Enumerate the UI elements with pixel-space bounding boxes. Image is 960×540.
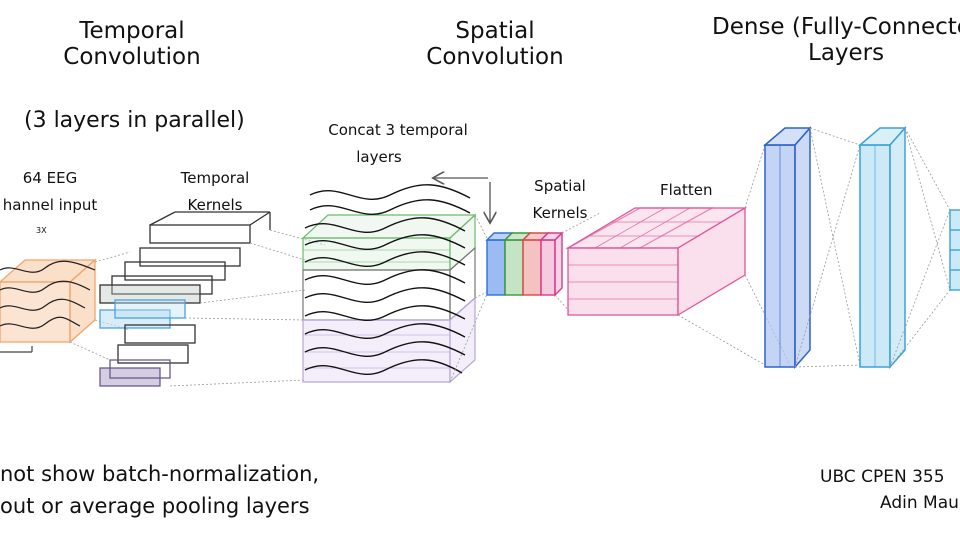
dense-layer-1 [762,126,812,369]
eeg-to-kernels-lines [69,251,131,361]
spatial-kernels-line1: Spatial [534,177,586,195]
temporal-kernels-stack [99,211,271,387]
spatial-title-line2: Convolution [426,44,564,71]
concat-label-line2: layers [356,148,402,167]
eeg-label-line1: 64 EEG [22,169,78,187]
flatten-label: Flatten [660,181,713,199]
footnote: not show batch-normalization, out or ave… [0,462,319,518]
concat-label-line1: Concat 3 temporal [328,121,468,139]
spatial-kernels-block [485,231,564,297]
temporal-kernels-label: Temporal Kernels [165,169,265,215]
kernels-to-concat-lines [169,229,326,387]
output-layer [949,209,960,291]
dense-title-line1: Dense (Fully-Connected [712,14,960,40]
temporal-kernels-line2: Kernels [187,196,243,215]
concat-to-spatial-lines [449,214,488,383]
footnote-line1: not show batch-normalization, [0,462,320,486]
dense-title: Dense (Fully-Connected Layers [712,14,960,67]
temporal-convolution-title: Temporal Convolution [62,18,202,71]
dense2-to-output-lines [889,127,951,368]
credit-line2: Adin Mau [880,492,959,513]
eeg-input-block [0,258,97,353]
concat-label: Concat 3 temporal layers [318,121,478,167]
eeg-input-label: 64 EEG hannel input [0,169,110,215]
spatial-title-line1: Spatial [455,18,535,44]
eeg-repeat-label: 3X [36,226,47,235]
spatial-to-flatten-lines [554,212,601,313]
dense-layer-2 [857,126,907,369]
parallel-note: (3 layers in parallel) [24,108,245,133]
temporal-title-line1: Temporal [79,18,185,44]
spatial-convolution-title: Spatial Convolution [420,18,570,71]
eeg-label-line2: hannel input [2,196,98,215]
temporal-kernels-line1: Temporal [180,169,250,187]
temporal-title-line2: Convolution [63,44,201,71]
flatten-to-dense-lines [677,144,791,366]
credit: UBC CPEN 355 Adin Mau [820,467,960,513]
credit-line1: UBC CPEN 355 [820,467,945,487]
concat-temporal-block [301,184,477,384]
footnote-line2: out or average pooling layers [0,494,310,519]
spatial-kernels-label: Spatial Kernels [520,177,600,223]
flatten-block [565,206,748,317]
spatial-kernels-line2: Kernels [532,204,588,223]
dense1-to-dense2-lines [794,127,861,368]
dense-title-line2: Layers [808,40,885,67]
